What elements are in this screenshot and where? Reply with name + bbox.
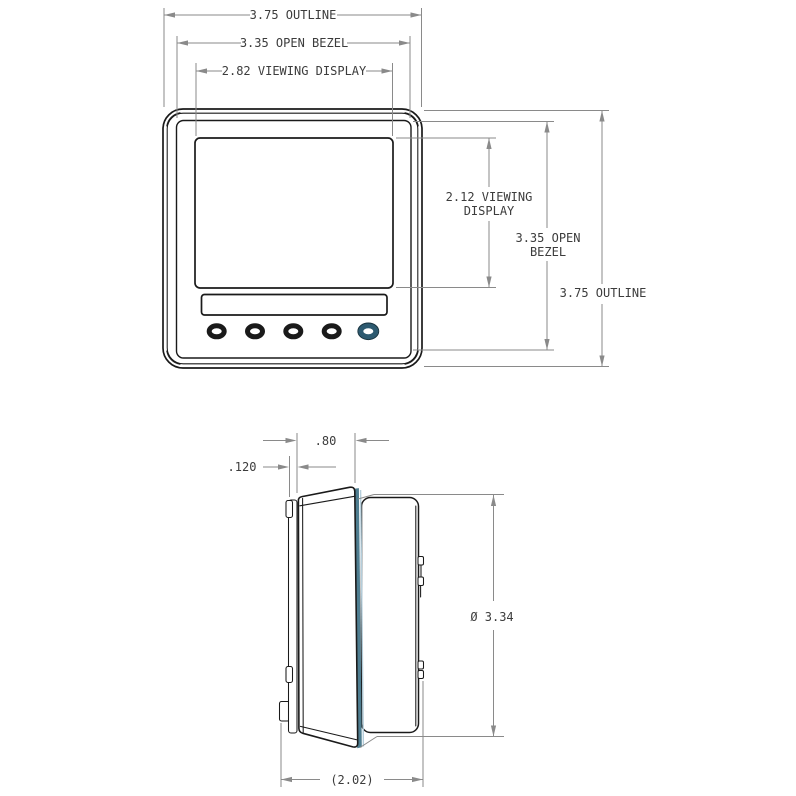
dim-label-open-bezel-height-1: 3.35 OPEN <box>515 231 580 245</box>
arrowhead <box>285 437 297 444</box>
side-clip-top-1 <box>417 555 425 566</box>
dim-open-bezel-width: 3.35 OPEN BEZEL <box>176 36 411 118</box>
side-rear-housing <box>360 496 420 734</box>
dim-bezel-diameter: Ø 3.34 <box>357 494 514 748</box>
dim-viewing-display-height: 2.12 VIEWING DISPLAY <box>396 137 533 288</box>
side-bezel-inner-top-line <box>299 495 356 507</box>
dim-label-viewing-display-height-2: DISPLAY <box>464 204 515 218</box>
side-flange-tab-top <box>285 499 294 519</box>
side-view <box>278 486 425 749</box>
dim-open-bezel-height: 3.35 OPEN BEZEL <box>413 121 581 351</box>
arrowhead <box>355 437 367 444</box>
arrowhead <box>486 138 492 149</box>
arrowhead <box>490 495 497 506</box>
arrowhead <box>381 68 393 74</box>
arrowhead <box>599 355 605 367</box>
side-flange-tab-bottom <box>285 665 294 684</box>
side-clip-bottom-2 <box>417 669 425 680</box>
arrowhead <box>544 339 550 350</box>
side-clip-bottom-1 <box>417 660 425 670</box>
front-label-strip <box>200 293 388 316</box>
front-button-1 <box>206 323 227 340</box>
side-bezel-inner-bottom-line <box>299 725 358 741</box>
front-outline-inner-ring <box>166 112 419 365</box>
arrowhead <box>177 40 188 46</box>
front-open-bezel <box>175 119 412 359</box>
arrowhead <box>544 121 550 133</box>
corner-accent-bottom-right <box>404 350 419 365</box>
leader-line <box>359 736 378 748</box>
leader-line <box>357 494 375 500</box>
corner-accent-top-left <box>166 112 181 127</box>
dim-outline-height: 3.75 OUTLINE <box>424 110 647 367</box>
dim-bezel-depth: .80 <box>263 433 389 493</box>
arrowhead <box>164 12 175 18</box>
front-button-2 <box>245 323 265 340</box>
front-power-button <box>358 323 379 340</box>
arrowhead <box>490 725 497 737</box>
dim-viewing-display-width: 2.82 VIEWING DISPLAY <box>195 63 393 136</box>
dim-label-viewing-display-height-1: 2.12 VIEWING <box>446 190 533 204</box>
arrowhead <box>399 40 410 46</box>
side-clip-top-2 <box>417 576 425 587</box>
front-button-3 <box>283 323 304 340</box>
front-button-4 <box>321 323 342 340</box>
front-viewing-display <box>194 137 394 289</box>
dim-label-open-bezel-width: 3.35 OPEN BEZEL <box>240 36 348 50</box>
dim-label-viewing-display-width: 2.82 VIEWING DISPLAY <box>222 64 367 78</box>
side-bezel-inner-left-line <box>302 497 304 733</box>
arrowhead <box>281 776 292 783</box>
arrowhead <box>599 110 605 122</box>
side-flange <box>287 499 298 734</box>
dim-label-overall-depth: (2.02) <box>330 773 373 787</box>
arrowhead <box>410 12 422 18</box>
arrowhead <box>278 464 289 470</box>
corner-accent-bottom-left <box>166 350 181 365</box>
dim-label-flange-thickness: .120 <box>228 460 257 474</box>
dim-label-bezel-diameter: Ø 3.34 <box>470 610 513 624</box>
side-front-bezel <box>297 486 359 748</box>
dim-label-bezel-depth: .80 <box>315 434 337 448</box>
dim-label-outline-height: 3.75 OUTLINE <box>560 286 647 300</box>
front-outline <box>162 108 423 369</box>
arrowhead <box>486 276 492 288</box>
front-view <box>162 108 423 369</box>
front-power-button-rim <box>357 322 380 341</box>
dim-label-open-bezel-height-2: BEZEL <box>530 245 566 259</box>
arrowhead <box>196 68 207 74</box>
dim-flange-thickness: .120 <box>228 456 336 497</box>
dim-outline-width: 3.75 OUTLINE <box>163 8 422 107</box>
dim-overall-depth: (2.02) <box>280 681 424 787</box>
arrowhead <box>412 776 423 783</box>
arrowhead <box>297 464 309 470</box>
corner-accent-top-right <box>404 112 419 127</box>
side-glass-edge-highlight <box>359 489 365 747</box>
dim-label-outline-width: 3.75 OUTLINE <box>250 8 337 22</box>
